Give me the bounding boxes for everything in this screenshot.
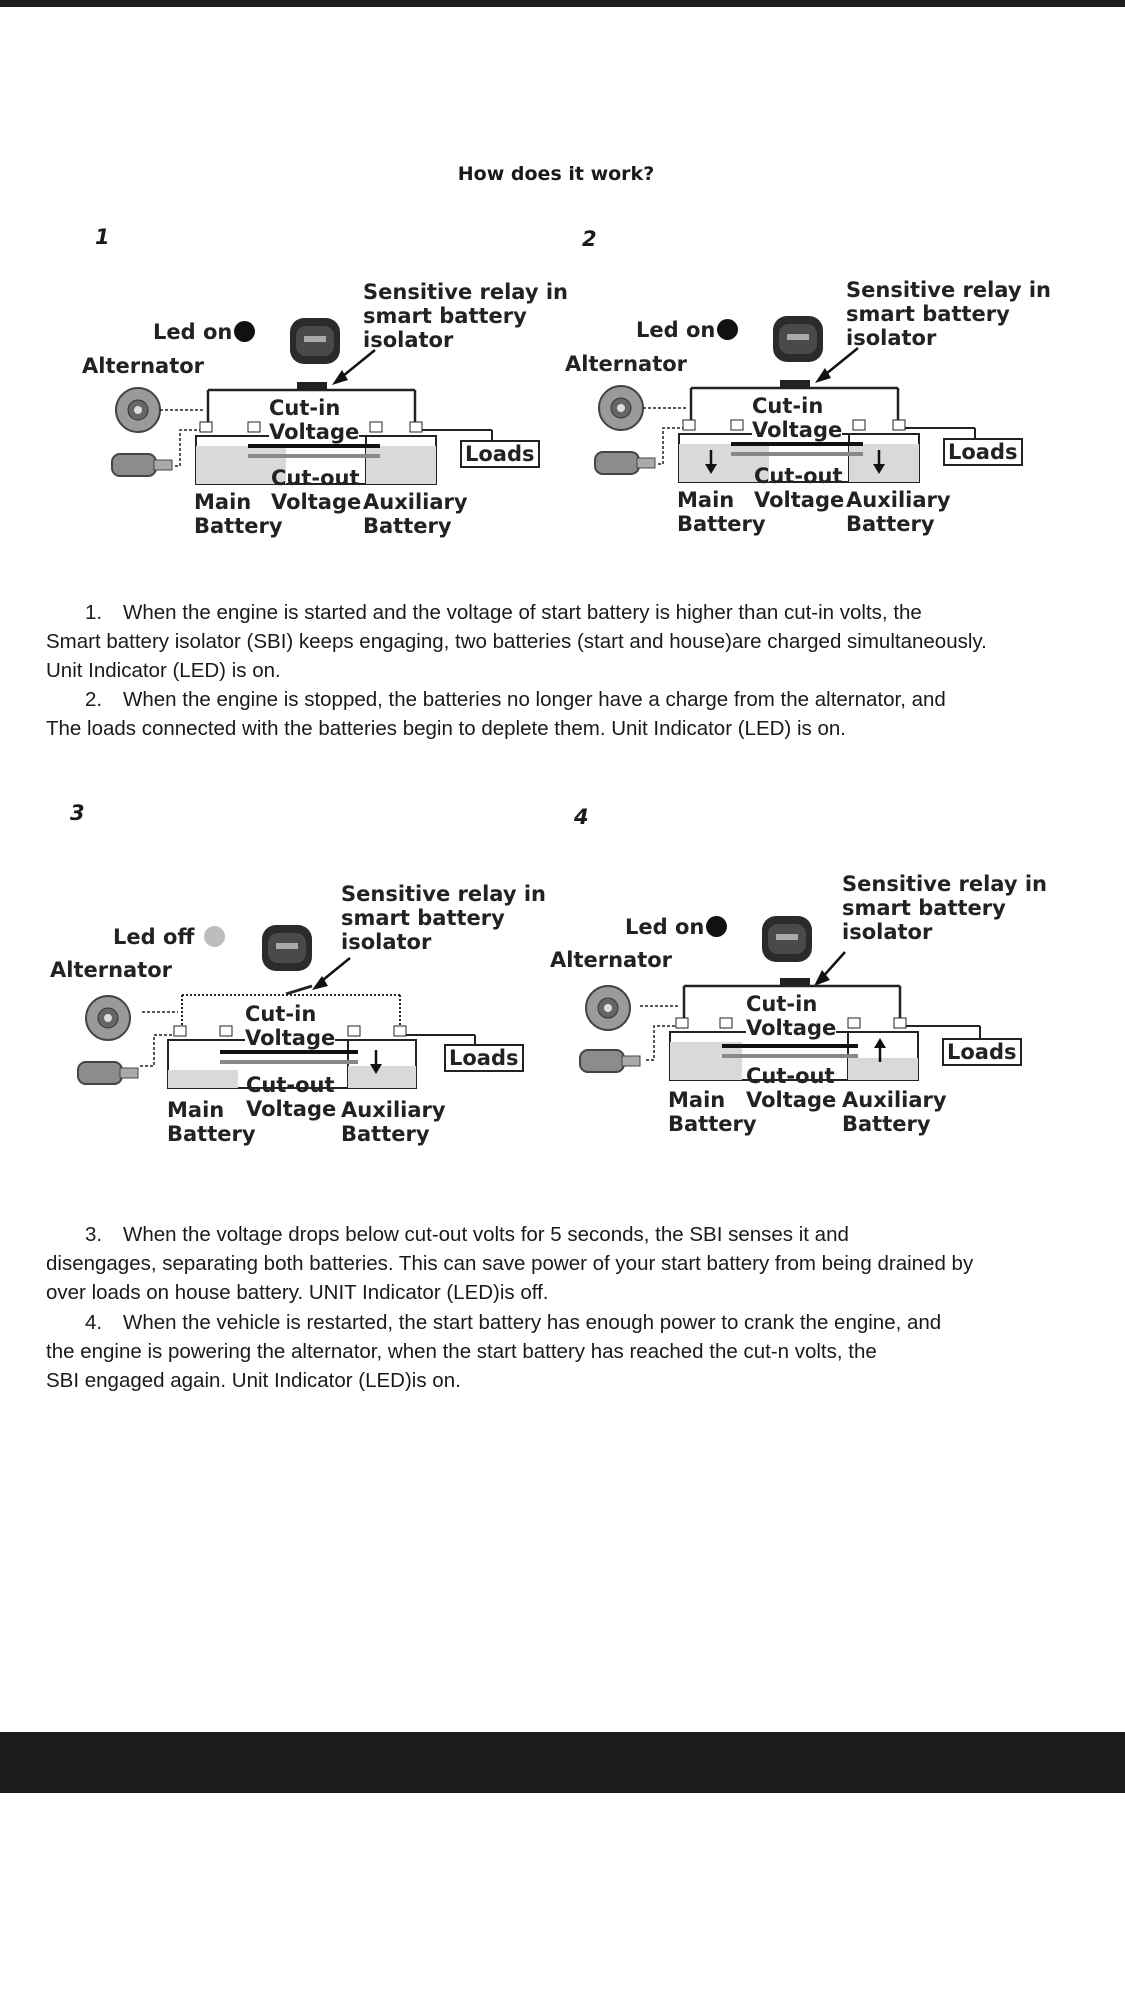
relay-device-icon: [762, 916, 812, 962]
led-indicator: Led off: [113, 925, 225, 949]
led-dot-icon: [717, 319, 739, 340]
aux-battery-label: Auxiliary Battery: [842, 1088, 947, 1136]
main-battery-label: Main Battery: [167, 1098, 256, 1146]
relay-device-icon: [773, 316, 823, 362]
step-line: SBI engaged again. Unit Indicator (LED)i…: [46, 1369, 461, 1392]
discharge-arrow-icon: [370, 1050, 382, 1074]
relay-device-icon: [262, 925, 312, 971]
led-text: Led on: [636, 318, 716, 342]
cut-out-label: Cut-out Voltage: [271, 466, 362, 514]
main-battery-label: Main Battery: [677, 488, 766, 536]
step-lead: When the voltage drops below cut-out vol…: [123, 1223, 849, 1246]
step-line: The loads connected with the batteries b…: [46, 717, 846, 740]
diagram-panel-2: Sensitive relay in smart battery isolato…: [563, 268, 1051, 538]
alternator-icon: [85, 995, 131, 1041]
wiring-diagram: [594, 316, 976, 483]
led-dot-icon: [706, 916, 728, 937]
alternator-label: Alternator: [550, 948, 673, 972]
step-line: disengages, separating both batteries. T…: [46, 1252, 974, 1275]
cut-out-label: Cut-out Voltage: [246, 1073, 337, 1121]
alternator-label: Alternator: [50, 958, 173, 982]
panel-number-4: 4: [574, 805, 589, 829]
panel-number-1: 1: [95, 225, 110, 249]
led-indicator: Led on: [153, 320, 256, 344]
starter-motor-icon: [594, 451, 656, 475]
cut-in-label: Cut-in Voltage: [245, 1002, 336, 1050]
step-line: over loads on house battery. UNIT Indica…: [46, 1281, 549, 1304]
aux-battery-label: Auxiliary Battery: [341, 1098, 446, 1146]
led-text: Led off: [113, 925, 195, 949]
relay-label: Sensitive relay in smart battery isolato…: [842, 872, 1047, 944]
panel-number-3: 3: [70, 801, 85, 825]
discharge-arrow-icon: [873, 450, 885, 474]
diagram-panel-3: Sensitive relay in smart battery isolato…: [50, 880, 546, 1150]
panel-number-2: 2: [582, 227, 597, 251]
cut-out-label: Cut-out Voltage: [754, 464, 845, 512]
wiring-diagram: [111, 318, 493, 485]
step-number: 3.: [85, 1223, 103, 1246]
led-text: Led on: [153, 320, 233, 344]
step-line: the engine is powering the alternator, w…: [46, 1340, 877, 1363]
main-battery-label: Main Battery: [194, 490, 283, 538]
top-bar: [0, 0, 1125, 7]
step-4-text: 4. When the vehicle is restarted, the sta…: [46, 1308, 1086, 1395]
cut-in-label: Cut-in Voltage: [269, 396, 360, 444]
cut-in-label: Cut-in Voltage: [752, 394, 843, 442]
starter-motor-icon: [77, 1061, 139, 1085]
alternator-icon: [585, 985, 631, 1031]
step-line: Smart battery isolator (SBI) keeps engag…: [46, 630, 987, 653]
relay-label: Sensitive relay in smart battery isolato…: [846, 278, 1051, 350]
starter-motor-icon: [579, 1049, 641, 1073]
relay-label: Sensitive relay in smart battery isolato…: [341, 882, 546, 954]
alternator-label: Alternator: [565, 352, 688, 376]
step-3-text: 3. When the voltage drops below cut-out v…: [46, 1220, 1086, 1307]
alternator-label: Alternator: [82, 354, 205, 378]
alternator-icon: [115, 387, 161, 433]
loads-label: Loads: [943, 438, 1023, 466]
loads-label: Loads: [460, 440, 540, 468]
loads-label: Loads: [942, 1038, 1022, 1066]
step-number: 4.: [85, 1311, 103, 1334]
step-2-text: 2. When the engine is stopped, the batter…: [46, 685, 1086, 743]
starter-motor-icon: [111, 453, 173, 477]
led-indicator: Led on: [636, 318, 739, 342]
page-title: How does it work?: [457, 163, 655, 185]
led-dot-icon: [234, 321, 256, 342]
relay-label: Sensitive relay in smart battery isolato…: [363, 280, 568, 352]
led-text: Led on: [625, 915, 705, 939]
loads-label: Loads: [444, 1044, 524, 1072]
cut-out-label: Cut-out Voltage: [746, 1064, 837, 1112]
step-lead: When the engine is started and the volta…: [123, 601, 922, 624]
wiring-diagram: [579, 916, 981, 1081]
alternator-icon: [598, 385, 644, 431]
wiring-diagram: [77, 925, 476, 1089]
relay-device-icon: [290, 318, 340, 364]
step-lead: When the vehicle is restarted, the start…: [123, 1311, 942, 1334]
led-dot-icon: [203, 926, 225, 947]
discharge-arrow-icon: [705, 450, 717, 474]
diagram-panel-1: Sensitive relay in smart battery isolato…: [80, 270, 568, 540]
loads-box: Loads: [460, 440, 540, 468]
step-1-text: 1. When the engine is started and the vol…: [46, 598, 1086, 685]
aux-battery-label: Auxiliary Battery: [363, 490, 468, 538]
main-battery-label: Main Battery: [668, 1088, 757, 1136]
charge-arrow-icon: [874, 1038, 886, 1062]
aux-battery-label: Auxiliary Battery: [846, 488, 951, 536]
led-indicator: Led on: [625, 915, 728, 939]
loads-box: Loads: [943, 438, 1023, 466]
step-line: Unit Indicator (LED) is on.: [46, 659, 281, 682]
step-lead: When the engine is stopped, the batterie…: [123, 688, 946, 711]
bottom-bar: [0, 1732, 1125, 1793]
cut-in-label: Cut-in Voltage: [746, 992, 837, 1040]
loads-box: Loads: [444, 1044, 524, 1072]
step-number: 1.: [85, 601, 103, 624]
diagram-panel-4: Sensitive relay in smart battery isolato…: [550, 870, 1047, 1140]
step-number: 2.: [85, 688, 103, 711]
loads-box: Loads: [942, 1038, 1022, 1066]
